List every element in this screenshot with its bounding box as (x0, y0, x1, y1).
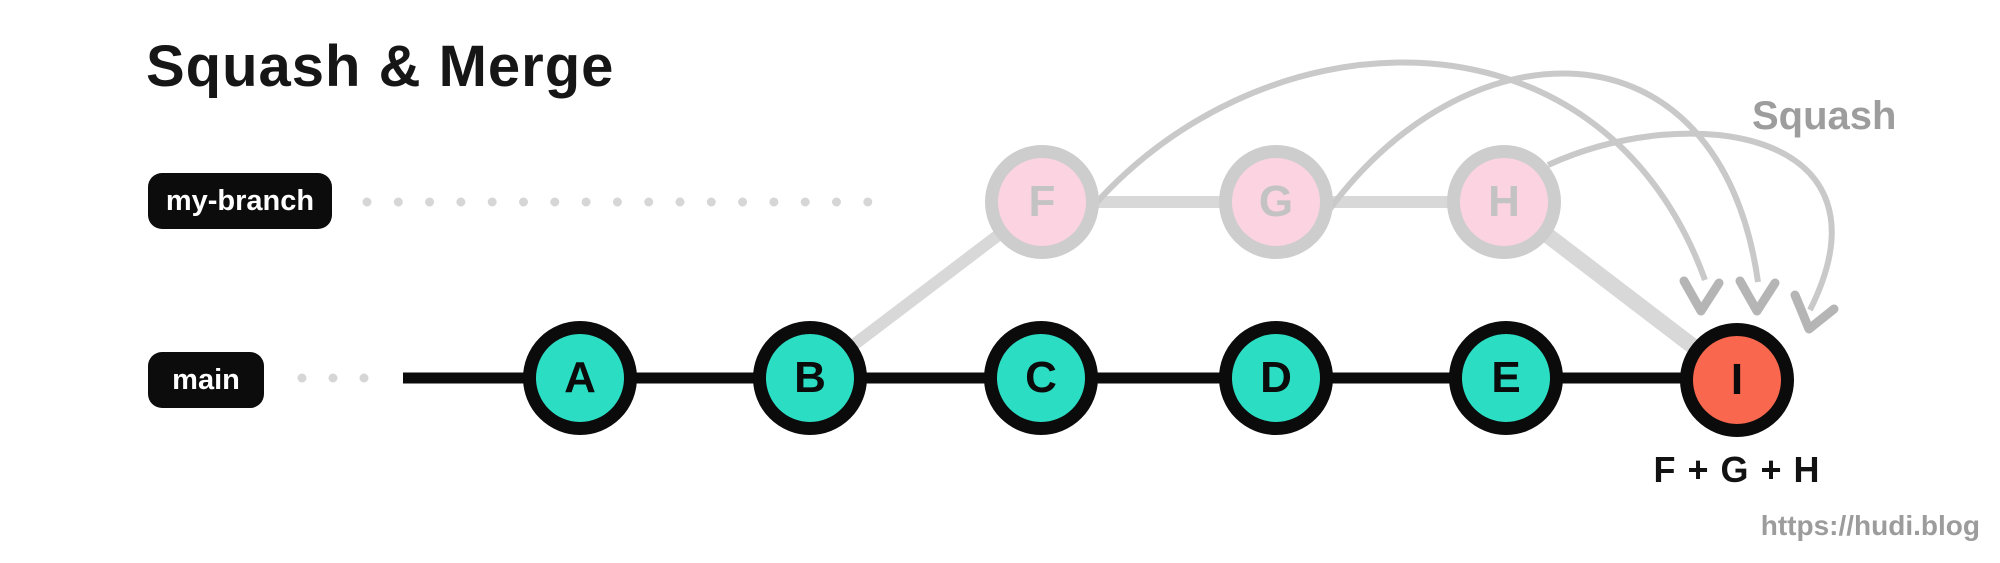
commit-node-h: H (1447, 145, 1561, 259)
watermark-url: https://hudi.blog (1760, 510, 1980, 541)
commit-node-g: G (1219, 145, 1333, 259)
commit-node-e: E (1449, 321, 1563, 435)
commit-node-c: C (984, 321, 1098, 435)
diagram-title: Squash & Merge (146, 34, 615, 99)
commit-node-f: F (985, 145, 1099, 259)
squash-annotation: Squash (1752, 94, 1897, 138)
branch-label-main: main (148, 352, 264, 408)
squash-arrowhead-icon (1790, 290, 1839, 334)
squash-arc-f (1077, 59, 1708, 282)
squash-arrowhead-icon (1679, 276, 1724, 316)
commit-node-a: A (523, 321, 637, 435)
squash-arc-g (1319, 70, 1761, 283)
squash-arrowhead-icon (1735, 276, 1780, 316)
squashed-commits-label: F + G + H (1653, 449, 1821, 490)
squash-arc-h (1546, 130, 1835, 312)
commit-node-d: D (1219, 321, 1333, 435)
commit-node-b: B (753, 321, 867, 435)
commit-node-i: I (1680, 323, 1794, 437)
branch-label-my-branch: my-branch (148, 173, 332, 229)
